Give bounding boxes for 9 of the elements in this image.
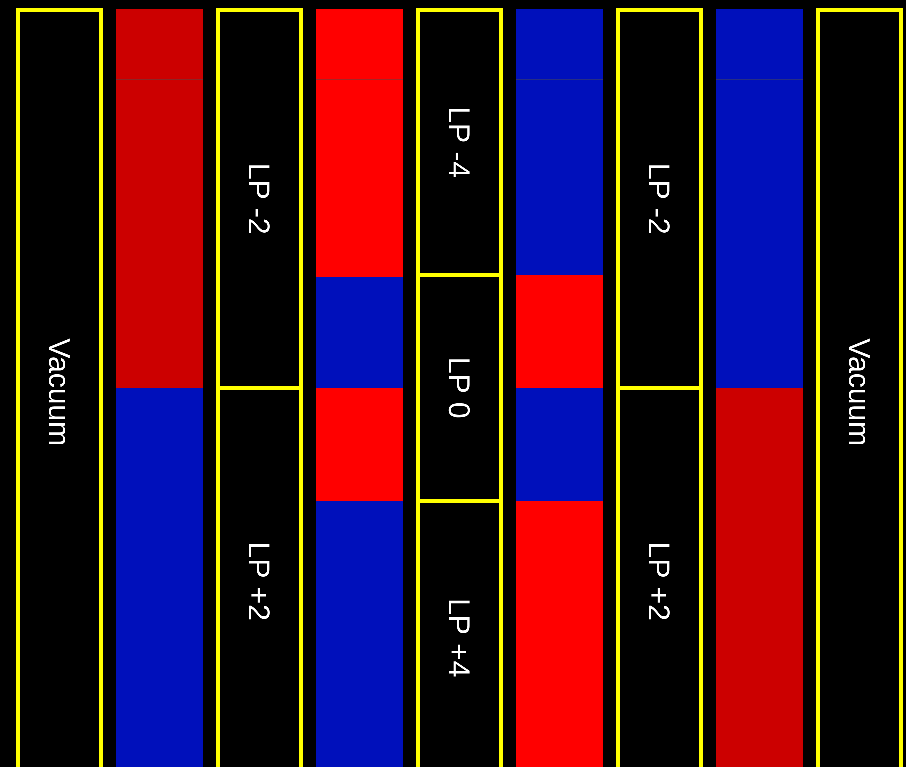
layer-box: LP +4 bbox=[416, 499, 503, 767]
layer-box: LP -2 bbox=[216, 8, 303, 390]
layer-box: Vacuum bbox=[16, 8, 103, 767]
layer-box: LP 0 bbox=[416, 273, 503, 503]
layer-box: LP -2 bbox=[616, 8, 703, 390]
layer-box: LP -4 bbox=[416, 8, 503, 277]
layer-box: LP +2 bbox=[216, 386, 303, 767]
layer-box: Vacuum bbox=[816, 8, 903, 767]
layer-box: LP +2 bbox=[616, 386, 703, 767]
